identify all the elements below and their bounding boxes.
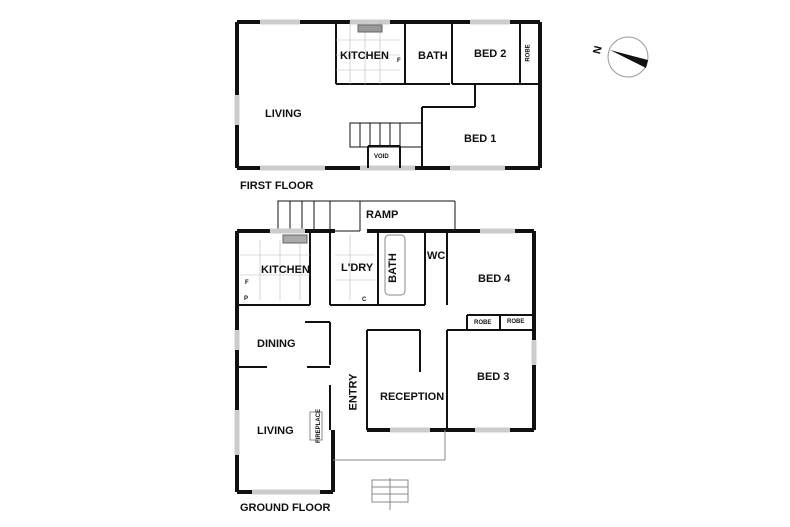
first-floor-robe-label: ROBE bbox=[525, 44, 532, 62]
entry-label: ENTRY bbox=[347, 373, 360, 411]
fireplace-label: FIREPLACE bbox=[316, 408, 323, 444]
first-floor-living-label: LIVING bbox=[265, 108, 302, 120]
ground-floor-kitchen-label: KITCHEN bbox=[261, 264, 310, 276]
reception-label: RECEPTION bbox=[380, 391, 445, 403]
fridge-label: F bbox=[245, 280, 249, 286]
dining-label: DINING bbox=[257, 338, 296, 350]
ground-floor-living-label: LIVING bbox=[257, 425, 294, 437]
cupboard-label: C bbox=[362, 297, 367, 303]
first-floor-kitchen-label: KITCHEN bbox=[340, 50, 389, 62]
first-floor-bed1-label: BED 1 bbox=[464, 133, 497, 145]
ground-floor-bath-label: BATH bbox=[386, 253, 399, 283]
first-floor-void-label: VOID bbox=[374, 154, 389, 160]
bed4-label: BED 4 bbox=[478, 273, 511, 285]
first-floor-title: FIRST FLOOR bbox=[240, 180, 314, 192]
robe-1-label: ROBE bbox=[474, 320, 492, 326]
first-floor-bed2-label: BED 2 bbox=[474, 48, 507, 60]
ramp-label: RAMP bbox=[366, 209, 399, 221]
bed3-label: BED 3 bbox=[477, 371, 510, 383]
robe-2-label: ROBE bbox=[507, 319, 525, 325]
pantry-label: P bbox=[244, 296, 249, 302]
first-floor-bath-label: BATH bbox=[418, 50, 448, 62]
ground-floor-title: GROUND FLOOR bbox=[240, 502, 331, 514]
wc-label: WC bbox=[427, 250, 446, 262]
first-floor-fridge-label: F bbox=[397, 58, 401, 64]
laundry-label: L'DRY bbox=[341, 262, 374, 274]
